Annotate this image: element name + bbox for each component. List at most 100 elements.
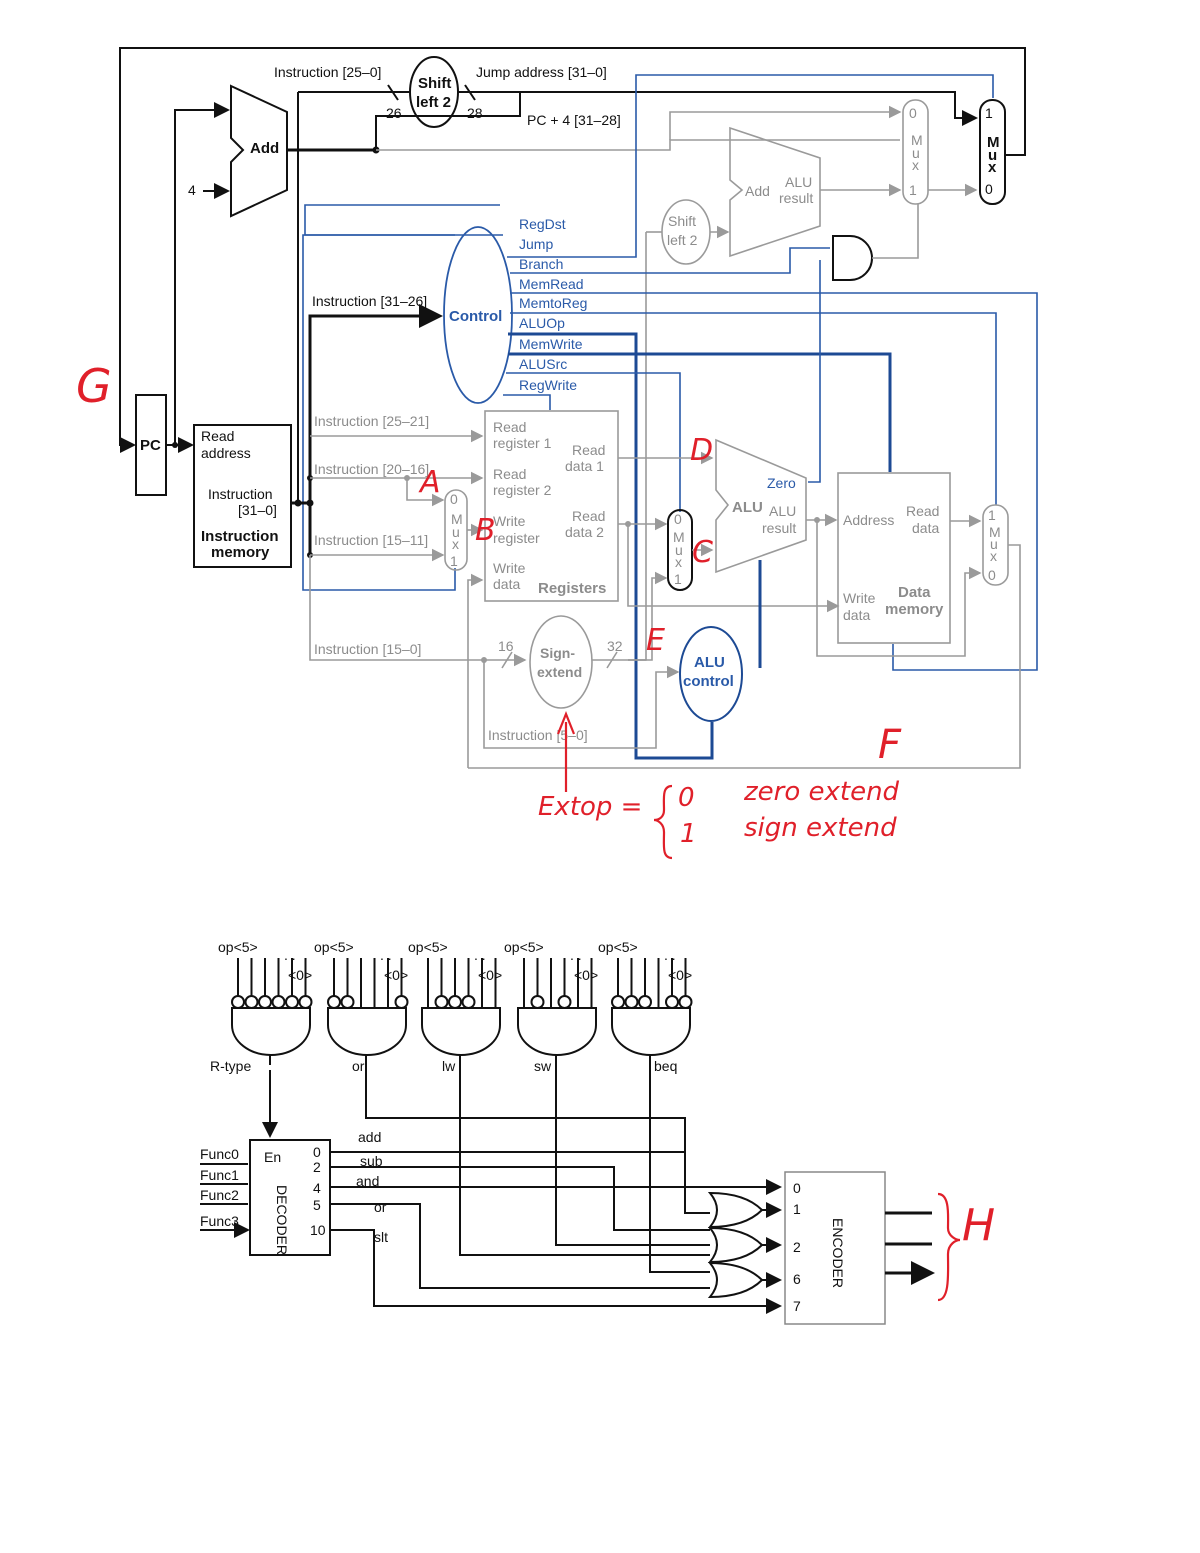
- wire-beq: [649, 1065, 710, 1273]
- imem-instruction: Instruction: [208, 486, 273, 502]
- wire-15-0: [309, 555, 527, 667]
- sig-memwrite: MemWrite: [519, 336, 583, 352]
- instr-25-21-label: Instruction [25–21]: [314, 413, 429, 429]
- aluctrl-l2: control: [683, 673, 734, 690]
- annot-ext1-text: sign extend: [744, 813, 897, 843]
- writeback-wire: [467, 573, 484, 768]
- op-dots: . .: [664, 947, 676, 963]
- inversion-bubble: [624, 995, 639, 1009]
- rd2-to-mem: [627, 524, 840, 613]
- jump-address-label: Jump address [31–0]: [476, 64, 607, 80]
- reg-write-b: register: [493, 530, 540, 546]
- reg-read1-b: register 1: [493, 435, 552, 451]
- instr-15-11-label: Instruction [15–11]: [314, 532, 428, 548]
- inversion-bubble: [394, 995, 409, 1009]
- wire-jump: [507, 74, 994, 258]
- op-lo-label: <0>: [384, 967, 408, 983]
- memtoreg-mux-x: x: [990, 548, 997, 564]
- sig-regwrite: RegWrite: [519, 377, 577, 393]
- sig-alusrc: ALUSrc: [519, 356, 567, 372]
- inversion-bubble: [665, 995, 679, 1009]
- inversion-bubble: [285, 995, 299, 1009]
- func-wires: [200, 1163, 248, 1230]
- and-gate-2: [327, 1007, 407, 1056]
- enc-in-0: 0: [793, 1180, 801, 1196]
- wire-or: [330, 1203, 710, 1289]
- inversion-bubble: [231, 995, 245, 1009]
- sig-aluop: ALUOp: [519, 315, 565, 331]
- enc-in-2: 2: [793, 1239, 801, 1255]
- dmem-write-b: data: [843, 607, 870, 623]
- alusrc-mux-x: x: [675, 554, 682, 570]
- jump-mux-x: x: [988, 159, 997, 176]
- reg-read2-a: Read: [493, 466, 526, 482]
- imem-address: address: [201, 445, 251, 461]
- wire-sub: [330, 1166, 710, 1231]
- control-signals: RegDst Jump Branch MemRead MemtoReg ALUO…: [519, 216, 587, 393]
- wire-aluop: [508, 332, 714, 760]
- enc-in-7: 7: [793, 1298, 801, 1314]
- annot-brace-h: [937, 1192, 961, 1302]
- wire-memtoreg: [510, 312, 997, 505]
- enc-in-6: 6: [793, 1271, 801, 1287]
- imem-title-1: Instruction: [201, 528, 279, 545]
- encoder-outputs: [885, 1211, 932, 1273]
- aluctrl-l1: ALU: [694, 654, 725, 671]
- alusrc-mux-1: 1: [674, 571, 682, 587]
- gate-label-1: R-type: [210, 1058, 251, 1074]
- writeback-loop: [468, 544, 1021, 769]
- wire-ori: [365, 1065, 686, 1213]
- branch-adder-result: result: [779, 190, 813, 206]
- alu-bypass-wire: [816, 520, 982, 657]
- inversion-bubble: [298, 995, 313, 1009]
- decoder-en: En: [264, 1149, 281, 1165]
- encoder-title: ENCODER: [830, 1218, 846, 1288]
- wire-20-16-mux: [406, 478, 445, 507]
- bit-28-label: 28: [467, 105, 483, 121]
- regdst-mux-1: 1: [450, 553, 458, 569]
- alusrc-mux-0: 0: [674, 511, 682, 527]
- and-to-mux: [872, 204, 919, 259]
- sig-regdst: RegDst: [519, 216, 566, 232]
- registers-title: Registers: [538, 580, 606, 597]
- alu-control-unit: [679, 626, 743, 722]
- func3-label: Func3: [200, 1213, 239, 1229]
- pc-label: PC: [140, 437, 161, 454]
- annot-arrow: [556, 711, 576, 792]
- memtoreg-mux-m: M: [989, 524, 1001, 540]
- wire-zero: [808, 260, 821, 483]
- annot-d: D: [690, 433, 713, 468]
- dmem-write-a: Write: [843, 590, 876, 606]
- annot-h: H: [962, 1200, 995, 1251]
- dec-out-0: 0: [313, 1144, 321, 1160]
- inversion-bubble: [557, 995, 572, 1009]
- func2-label: Func2: [200, 1187, 239, 1203]
- signext-l1: Sign-: [540, 645, 575, 661]
- regdst-mux-u: u: [452, 524, 460, 540]
- annot-c: C: [692, 535, 713, 570]
- inversion-bubble: [271, 995, 286, 1009]
- inversion-bubble: [258, 995, 272, 1009]
- jump-mux-m: M: [987, 134, 1000, 151]
- branch-mux-m: M: [911, 132, 923, 148]
- branch-mux-u: u: [912, 145, 920, 161]
- op-lo-label: <0>: [574, 967, 598, 983]
- alusrc-mux-u: u: [675, 542, 683, 558]
- regdst-mux-x: x: [452, 536, 459, 552]
- main-alu: [715, 438, 807, 574]
- decoder-title: DECODER: [274, 1185, 290, 1255]
- reg-rd2-b: data 2: [565, 524, 604, 540]
- shift-left-top-l2: left 2: [416, 94, 451, 111]
- dec-out-5: 5: [313, 1197, 321, 1213]
- bit-26-label: 26: [386, 105, 402, 121]
- gate-label-4: sw: [534, 1058, 552, 1074]
- regdst-mux-0: 0: [450, 491, 458, 507]
- memtoreg-mux-0: 0: [988, 567, 996, 583]
- regdst-mux-m: M: [451, 511, 463, 527]
- reg-read2-b: register 2: [493, 482, 552, 498]
- jump-mux: [979, 99, 1006, 205]
- op-dots: . .: [380, 947, 392, 963]
- imem-title-2: memory: [211, 544, 270, 561]
- branch-mux-1: 1: [909, 182, 917, 198]
